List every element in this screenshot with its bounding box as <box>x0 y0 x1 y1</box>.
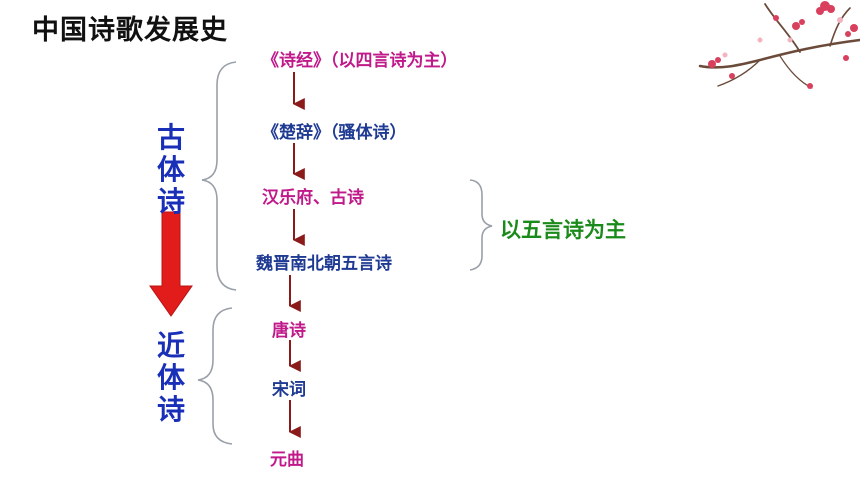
five-char-brace <box>469 179 493 271</box>
modern-poetry-label: 近体诗 <box>156 329 185 426</box>
node-han-yuefu: 汉乐府、古诗 <box>262 188 364 208</box>
big-down-arrow <box>149 211 193 317</box>
page-title: 中国诗歌发展史 <box>32 15 228 46</box>
node-chuci: 《楚辞》（骚体诗） <box>262 123 407 143</box>
node-shijing: 《诗经》（以四言诗为主） <box>262 51 458 71</box>
ancient-poetry-label: 古体诗 <box>156 121 185 218</box>
modern-brace <box>197 307 233 445</box>
node-song-ci: 宋词 <box>272 380 306 400</box>
five-char-note: 以五言诗为主 <box>500 218 626 242</box>
node-yuan-qu: 元曲 <box>270 450 304 470</box>
ancient-brace <box>201 61 237 291</box>
node-weijin-poetry: 魏晋南北朝五言诗 <box>256 254 392 274</box>
node-tang-poetry: 唐诗 <box>272 321 306 341</box>
